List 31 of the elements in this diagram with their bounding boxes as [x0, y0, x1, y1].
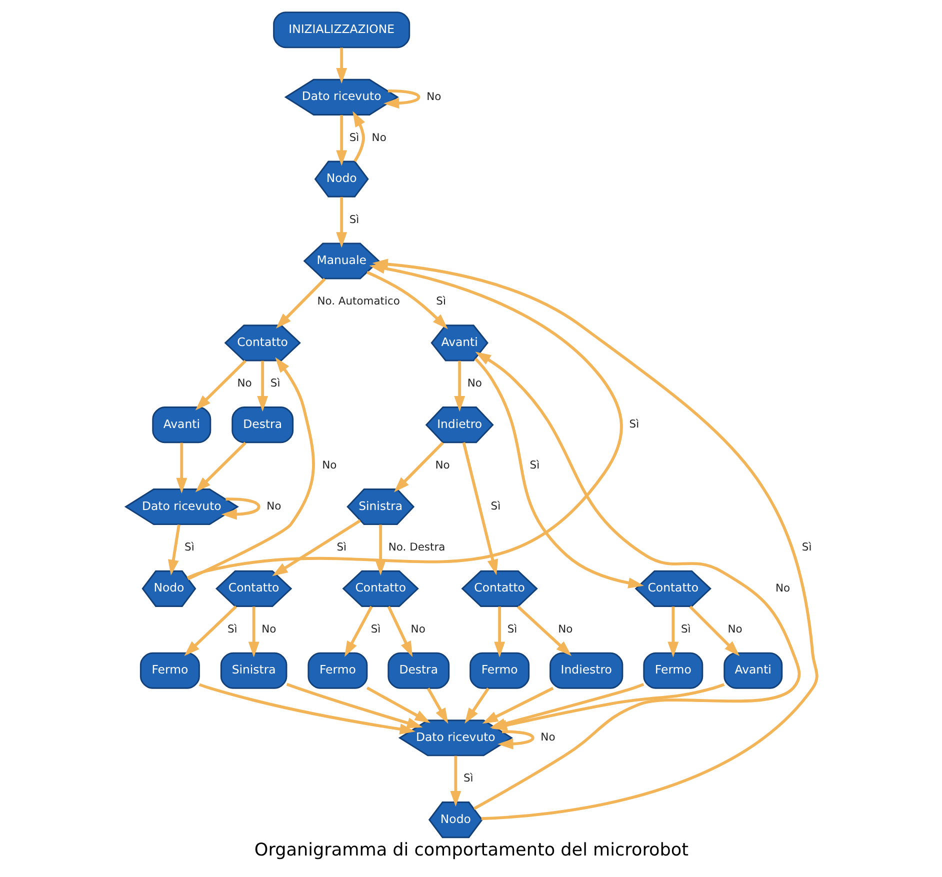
edge-label: Sì — [436, 294, 446, 308]
edge-label: No — [236, 376, 252, 390]
edge-label: No — [261, 622, 276, 636]
edge-label: Sì — [506, 622, 517, 636]
edge-label: Sì — [462, 772, 473, 785]
edge-label: No — [540, 730, 555, 744]
edge-label: No — [410, 622, 425, 636]
edge-label: No — [466, 376, 482, 390]
caption: Organigramma di comportamento del microrobot — [254, 840, 688, 860]
edge-label: No — [426, 90, 441, 103]
edge-label: No — [434, 458, 450, 472]
edge-label: Sì — [336, 540, 346, 554]
edge-label: Sì — [370, 622, 380, 636]
edge-label: Sì — [270, 376, 280, 390]
edge-label: Sì — [490, 499, 500, 512]
edge-label: No — [266, 499, 281, 512]
edge-label: Sì — [184, 540, 194, 554]
edge-label: No — [558, 622, 572, 636]
edge-label: No — [775, 581, 790, 594]
edge-label: Sì — [226, 622, 237, 636]
edge-label: Sì — [680, 622, 690, 636]
edge-label: No — [322, 458, 336, 472]
edge-label: No. Destra — [388, 540, 445, 554]
edge-label: Sì — [348, 130, 359, 144]
edge-label: No. Automatico — [316, 294, 400, 308]
edge-label: Sì — [348, 212, 359, 226]
edge-label: Sì — [529, 458, 540, 472]
edge-label: No — [371, 130, 386, 144]
edge-label: No — [727, 622, 742, 636]
edge-label: Sì — [628, 418, 639, 431]
edge-label: Sì — [801, 540, 812, 554]
